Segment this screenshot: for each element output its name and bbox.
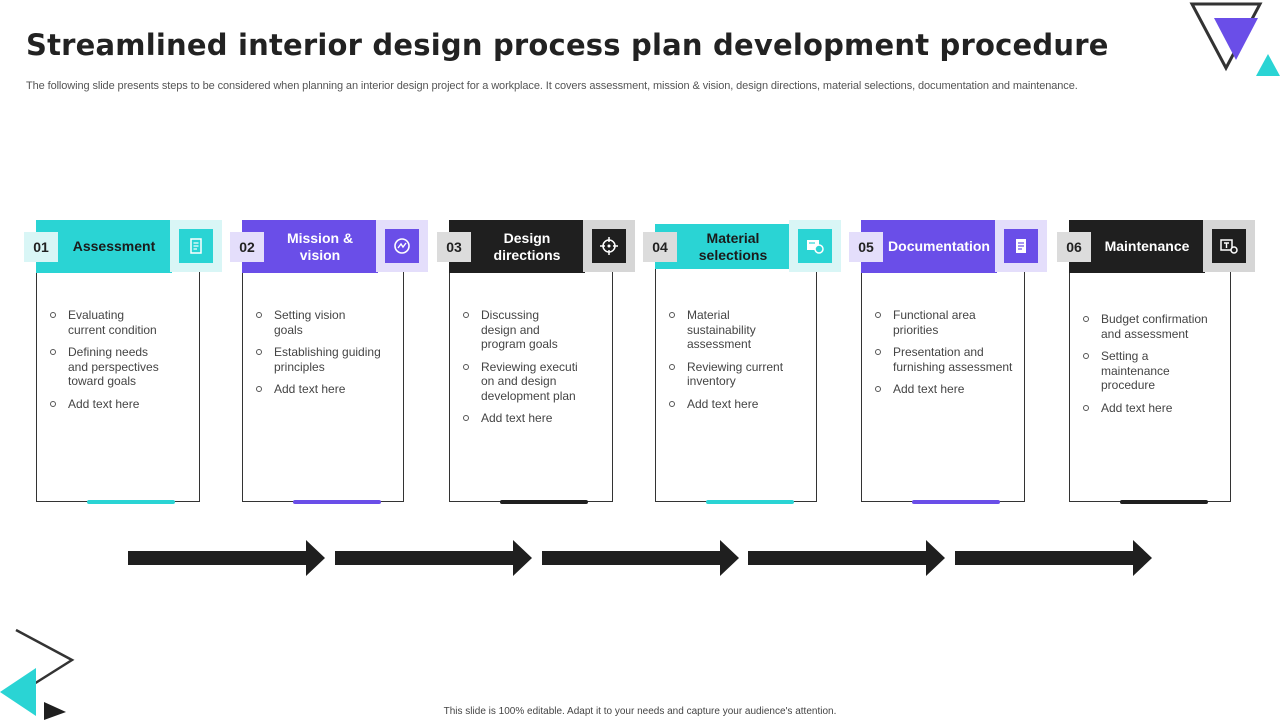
step-card-3: Design directions 03 Discussing design a… (437, 220, 637, 504)
bullet-list: Material sustainability assessment Revie… (669, 308, 819, 419)
list-item: Material sustainability assessment (669, 308, 769, 352)
list-item: Presentation and furnishing assessment (875, 345, 1020, 374)
step-number: 04 (643, 232, 677, 262)
step-header: Assessment (36, 220, 172, 273)
step-underline (87, 500, 175, 504)
list-item: Add text here (1083, 401, 1233, 416)
step-header: Documentation (861, 220, 997, 273)
list-item: Add text here (50, 397, 200, 412)
step-title: Mission & vision (286, 229, 354, 263)
step-header: Material selections (655, 224, 791, 269)
step-underline (912, 500, 1000, 504)
documentation-icon (1004, 229, 1038, 263)
step-header: Mission & vision (242, 220, 378, 273)
step-title: Documentation (888, 238, 990, 254)
icon-frame (789, 220, 841, 272)
step-number: 05 (849, 232, 883, 262)
step-title: Design directions (493, 229, 561, 263)
step-card-2: Mission & vision 02 Setting vision goals… (230, 220, 430, 504)
list-item: Setting a maintenance procedure (1083, 349, 1178, 393)
list-item: Functional area priorities (875, 308, 985, 337)
crosshair-icon (592, 229, 626, 263)
flow-arrow-3 (542, 540, 739, 576)
decorative-triangles-bottom-left (0, 628, 75, 720)
list-item: Budget confirmation and assessment (1083, 312, 1223, 341)
flow-arrow-1 (128, 540, 325, 576)
list-item: Establishing guiding principles (256, 345, 381, 374)
step-content-box (449, 254, 613, 504)
step-card-6: Maintenance 06 Budget confirmation and a… (1057, 220, 1257, 504)
icon-frame (995, 220, 1047, 272)
flow-arrow-4 (748, 540, 945, 576)
icon-frame (170, 220, 222, 272)
step-card-1: Assessment 01 Evaluating current conditi… (24, 220, 224, 504)
list-item: Setting vision goals (256, 308, 346, 337)
step-number: 01 (24, 232, 58, 262)
list-item: Reviewing current inventory (669, 360, 784, 389)
bullet-list: Discussing design and program goals Revi… (463, 308, 613, 434)
step-header: Design directions (449, 220, 585, 273)
step-card-4: Material selections 04 Material sustaina… (643, 220, 843, 504)
footer-note: This slide is 100% editable. Adapt it to… (443, 706, 837, 717)
step-underline (500, 500, 588, 504)
step-title: Material selections (698, 229, 768, 263)
step-underline (293, 500, 381, 504)
step-content-box (242, 254, 404, 504)
list-item: Add text here (669, 397, 819, 412)
icon-frame (1203, 220, 1255, 272)
list-item: Add text here (875, 382, 1025, 397)
step-number: 02 (230, 232, 264, 262)
bullet-list: Functional area priorities Presentation … (875, 308, 1025, 405)
step-number: 03 (437, 232, 471, 262)
document-icon (179, 229, 213, 263)
list-item: Add text here (463, 411, 613, 426)
flow-arrow-2 (335, 540, 532, 576)
step-underline (706, 500, 794, 504)
step-underline (1120, 500, 1208, 504)
step-content-box (655, 254, 817, 504)
step-content-box (861, 254, 1025, 504)
bullet-list: Budget confirmation and assessment Setti… (1083, 312, 1233, 423)
page-title: Streamlined interior design process plan… (26, 28, 1109, 62)
bullet-list: Setting vision goals Establishing guidin… (256, 308, 406, 405)
maintenance-tools-icon (1212, 229, 1246, 263)
step-card-5: Documentation 05 Functional area priorit… (849, 220, 1049, 504)
list-item: Discussing design and program goals (463, 308, 573, 352)
flow-arrow-5 (955, 540, 1152, 576)
step-number: 06 (1057, 232, 1091, 262)
materials-icon (798, 229, 832, 263)
step-title: Assessment (72, 238, 156, 254)
page-subtitle: The following slide presents steps to be… (26, 80, 1078, 92)
list-item: Evaluating current condition (50, 308, 160, 337)
icon-frame (583, 220, 635, 272)
decorative-triangles-top-right (1189, 2, 1280, 76)
step-title: Maintenance (1104, 238, 1190, 254)
bullet-list: Evaluating current condition Defining ne… (50, 308, 200, 419)
step-header: Maintenance (1069, 220, 1205, 273)
list-item: Add text here (256, 382, 406, 397)
target-goal-icon (385, 229, 419, 263)
list-item: Reviewing executi on and design developm… (463, 360, 587, 404)
step-content-box (36, 254, 200, 504)
list-item: Defining needs and perspectives toward g… (50, 345, 168, 389)
icon-frame (376, 220, 428, 272)
